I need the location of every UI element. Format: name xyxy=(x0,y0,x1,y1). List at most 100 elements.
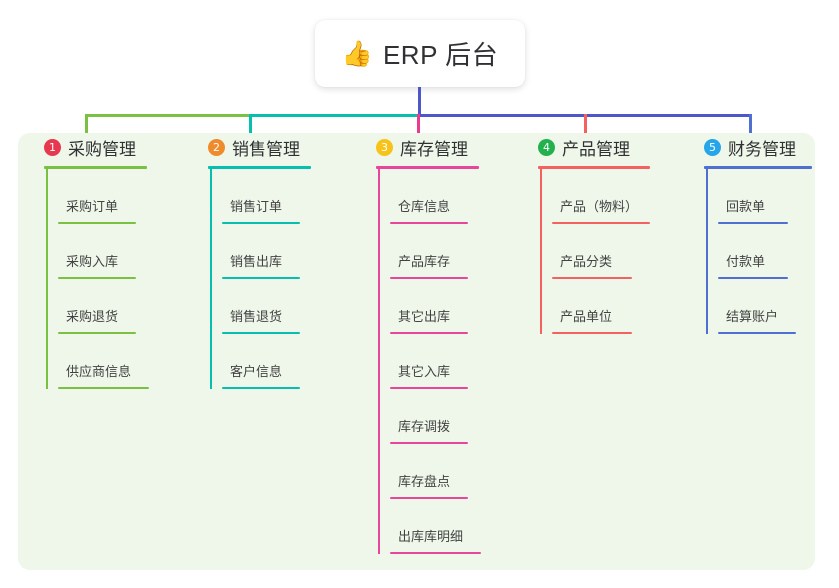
branch-item-label: 销售出库 xyxy=(230,254,283,269)
branch-number-badge: 1 xyxy=(44,138,61,156)
branch-item-underline xyxy=(552,277,632,279)
branch-item[interactable]: 其它入库 xyxy=(368,334,479,389)
branch-header-5[interactable]: 5 财务管理 xyxy=(696,133,812,161)
branch-spine xyxy=(46,169,48,389)
branch-item[interactable]: 销售退货 xyxy=(200,279,311,334)
branch-title: 产品管理 xyxy=(562,139,630,159)
branch-item-underline xyxy=(718,332,796,334)
branch-item-underline xyxy=(552,332,632,334)
branch-item-label: 结算账户 xyxy=(726,309,779,324)
thumbs-up-icon: 👍 xyxy=(341,40,373,68)
branch-item-label: 其它出库 xyxy=(398,309,451,324)
branch-underline xyxy=(208,166,311,169)
branch-item-label: 仓库信息 xyxy=(398,199,451,214)
root-node[interactable]: 👍 ERP 后台 xyxy=(315,20,525,87)
branch-item[interactable]: 采购退货 xyxy=(36,279,147,334)
branch-item-label: 采购退货 xyxy=(66,309,119,324)
branch-header-1[interactable]: 1 采购管理 xyxy=(36,133,147,161)
branch-item-label: 供应商信息 xyxy=(66,364,132,379)
branch-item[interactable]: 付款单 xyxy=(696,224,812,279)
branch-item-list: 产品（物料） 产品分类产品单位 xyxy=(530,169,650,334)
branch-item[interactable]: 回款单 xyxy=(696,169,812,224)
branch-column-5: 5 财务管理回款单付款单结算账户 xyxy=(696,133,812,334)
branch-item-underline xyxy=(58,222,136,224)
branch-item[interactable]: 出库库明细 xyxy=(368,499,481,554)
branch-item-underline xyxy=(390,442,468,444)
branch-item-underline xyxy=(390,552,481,554)
branch-item[interactable]: 产品（物料） xyxy=(530,169,650,224)
branch-item[interactable]: 采购订单 xyxy=(36,169,147,224)
branch-item-underline xyxy=(718,277,788,279)
branch-item[interactable]: 供应商信息 xyxy=(36,334,149,389)
branches-panel: 1 采购管理采购订单采购入库采购退货供应商信息 2 销售管理销售订单销售出库销售退货客… xyxy=(18,133,815,570)
branch-item-label: 产品（物料） xyxy=(560,199,639,214)
branch-item-underline xyxy=(222,387,300,389)
branch-underline xyxy=(44,166,147,169)
branch-item-underline xyxy=(390,332,468,334)
branch-item[interactable]: 产品单位 xyxy=(530,279,650,334)
branch-item-underline xyxy=(58,277,136,279)
branch-underline xyxy=(704,166,812,169)
branch-item-list: 采购订单采购入库采购退货供应商信息 xyxy=(36,169,149,389)
branch-item-label: 付款单 xyxy=(726,254,766,269)
branch-drop-2 xyxy=(249,114,252,134)
branch-item-label: 产品单位 xyxy=(560,309,613,324)
branch-item-label: 产品分类 xyxy=(560,254,613,269)
branch-item-label: 销售退货 xyxy=(230,309,283,324)
branch-item[interactable]: 采购入库 xyxy=(36,224,147,279)
branch-item-underline xyxy=(222,277,300,279)
branch-item-underline xyxy=(390,387,468,389)
branch-item-label: 其它入库 xyxy=(398,364,451,379)
branch-spine xyxy=(210,169,212,389)
root-node-label: ERP 后台 xyxy=(382,40,499,70)
branch-item-label: 客户信息 xyxy=(230,364,283,379)
branch-number-badge: 5 xyxy=(704,138,721,156)
branch-item[interactable]: 销售出库 xyxy=(200,224,311,279)
branch-drop-1 xyxy=(85,114,88,134)
branch-header-2[interactable]: 2 销售管理 xyxy=(200,133,311,161)
branch-title: 财务管理 xyxy=(728,139,796,159)
branch-number-badge: 3 xyxy=(376,138,393,156)
branch-item[interactable]: 库存盘点 xyxy=(368,444,479,499)
branch-column-3: 3 库存管理仓库信息产品库存其它出库其它入库库存调拨库存盘点出库库明细 xyxy=(368,133,481,554)
branch-item-label: 库存盘点 xyxy=(398,474,451,489)
branch-item-underline xyxy=(390,222,468,224)
branch-spine xyxy=(706,169,708,334)
branch-item[interactable]: 产品库存 xyxy=(368,224,479,279)
branch-item[interactable]: 销售订单 xyxy=(200,169,311,224)
branch-item-list: 回款单付款单结算账户 xyxy=(696,169,812,334)
branch-title: 销售管理 xyxy=(232,139,300,159)
branch-item[interactable]: 结算账户 xyxy=(696,279,812,334)
branch-drop-4 xyxy=(584,114,587,134)
branch-item-label: 产品库存 xyxy=(398,254,451,269)
branch-column-2: 2 销售管理销售订单销售出库销售退货客户信息 xyxy=(200,133,311,389)
branch-item[interactable]: 仓库信息 xyxy=(368,169,479,224)
branch-number-badge: 2 xyxy=(208,138,225,156)
branch-item-label: 库存调拨 xyxy=(398,419,451,434)
branch-item[interactable]: 客户信息 xyxy=(200,334,311,389)
branch-underline xyxy=(376,166,479,169)
branch-item-list: 销售订单销售出库销售退货客户信息 xyxy=(200,169,311,389)
connector-bar-teal xyxy=(249,114,419,117)
branch-item[interactable]: 库存调拨 xyxy=(368,389,479,444)
branch-item-underline xyxy=(58,332,136,334)
branch-item-label: 回款单 xyxy=(726,199,766,214)
branch-item-label: 销售订单 xyxy=(230,199,283,214)
branch-column-1: 1 采购管理采购订单采购入库采购退货供应商信息 xyxy=(36,133,149,389)
branch-item-label: 采购入库 xyxy=(66,254,119,269)
branch-title: 采购管理 xyxy=(68,139,136,159)
branch-item-underline xyxy=(718,222,788,224)
branch-header-3[interactable]: 3 库存管理 xyxy=(368,133,479,161)
branch-item-underline xyxy=(390,497,468,499)
branch-item-label: 采购订单 xyxy=(66,199,119,214)
branch-item[interactable]: 其它出库 xyxy=(368,279,479,334)
branch-item[interactable]: 产品分类 xyxy=(530,224,650,279)
branch-underline xyxy=(538,166,650,169)
branch-drop-5 xyxy=(749,114,752,134)
branch-title: 库存管理 xyxy=(400,139,468,159)
branch-spine xyxy=(378,169,380,554)
branch-item-underline xyxy=(58,387,149,389)
branch-item-list: 仓库信息产品库存其它出库其它入库库存调拨库存盘点出库库明细 xyxy=(368,169,481,554)
